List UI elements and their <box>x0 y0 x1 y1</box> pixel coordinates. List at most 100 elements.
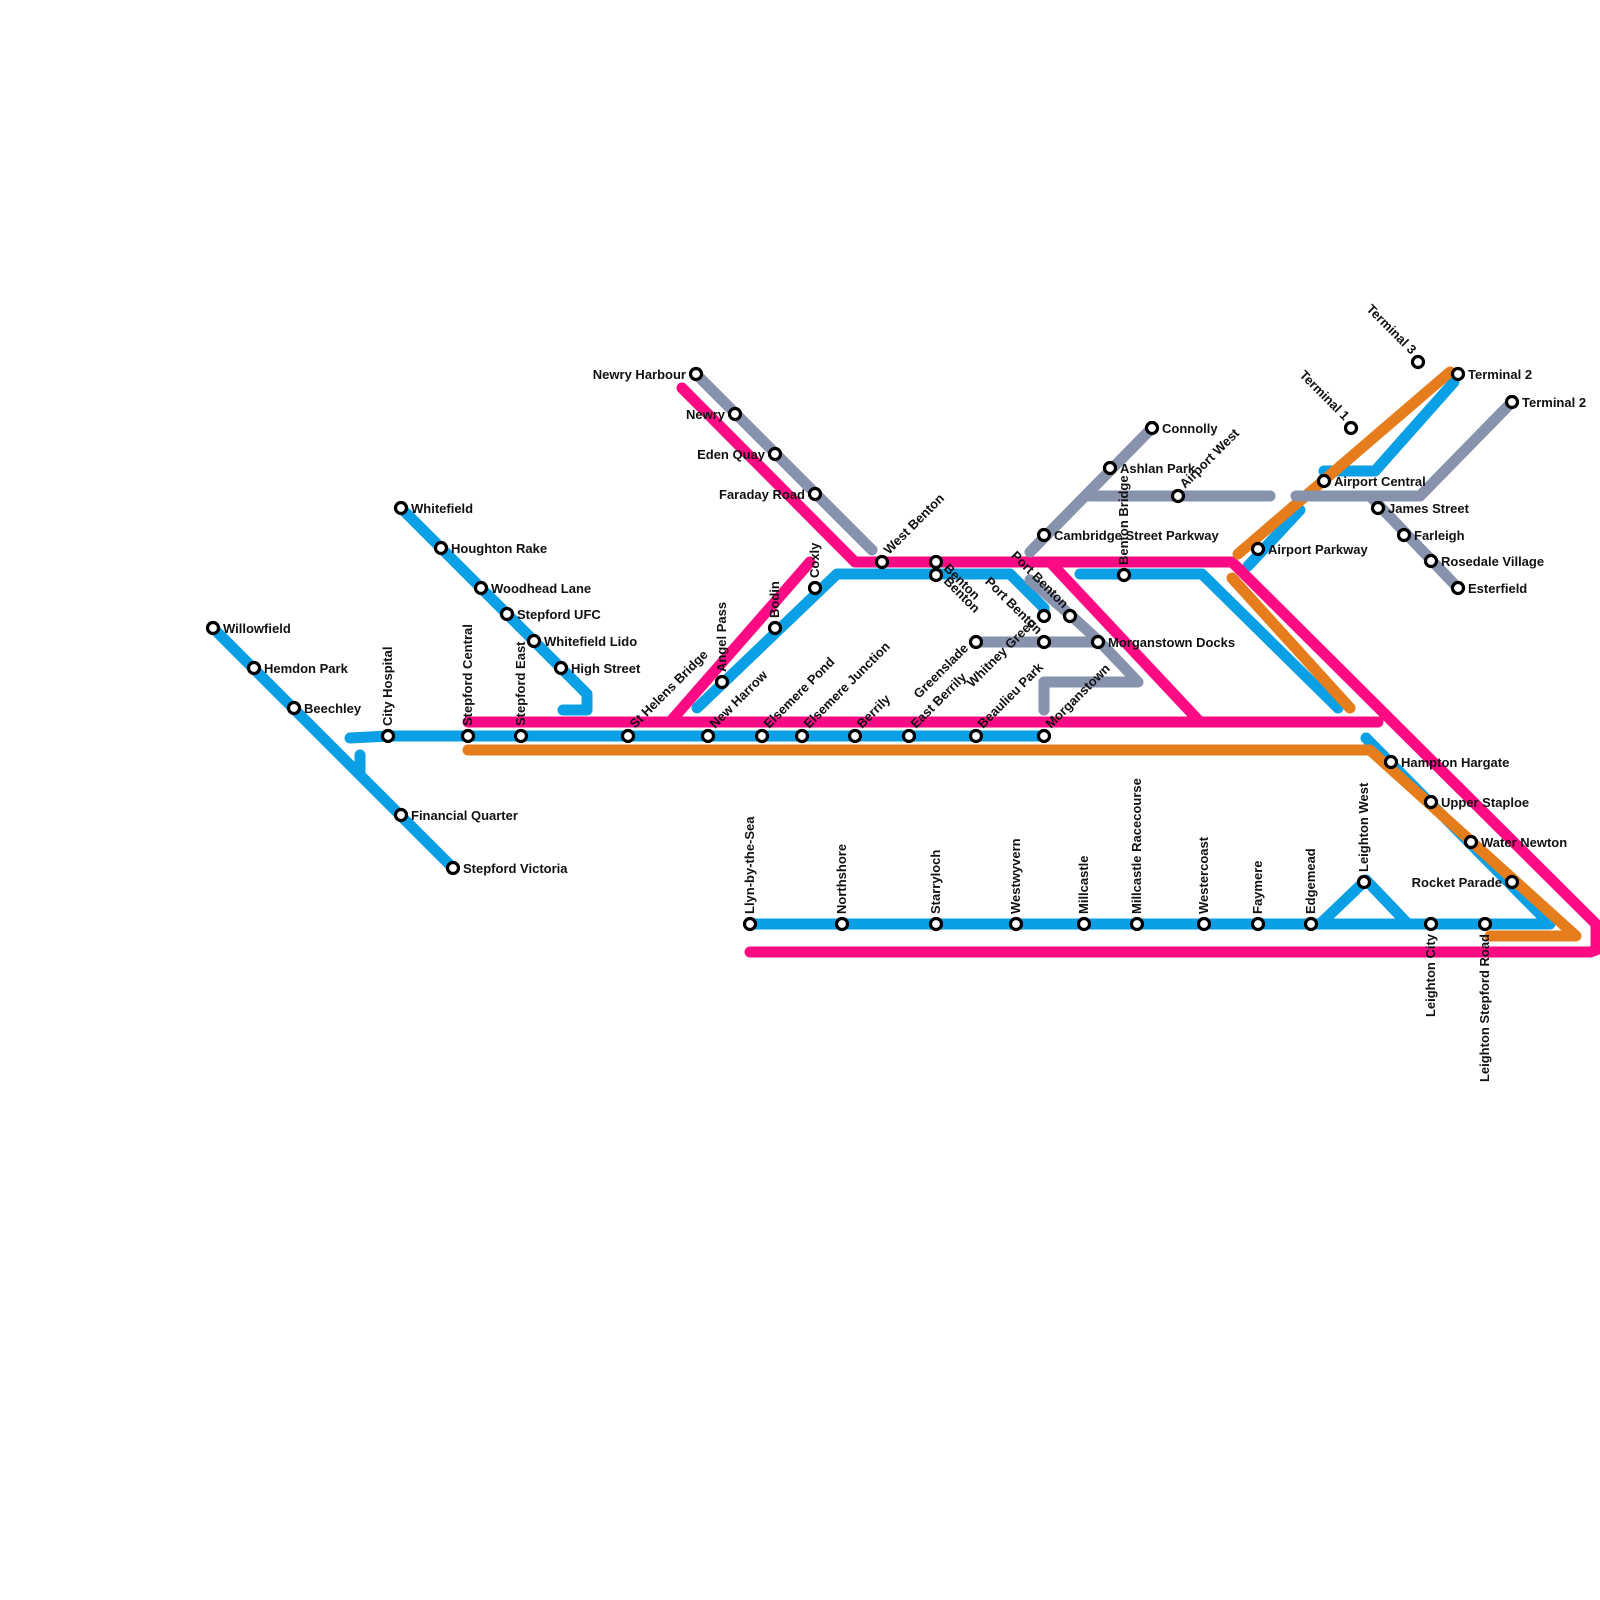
station-morganstown[interactable]: Morganstown <box>1036 661 1113 744</box>
station-marker[interactable] <box>1102 460 1118 476</box>
station-marker[interactable] <box>754 728 770 744</box>
station-financial-quarter[interactable]: Financial Quarter <box>393 807 518 823</box>
station-marker[interactable] <box>1343 420 1359 436</box>
station-marker[interactable] <box>767 446 783 462</box>
station-marker[interactable] <box>499 606 515 622</box>
station-water-newton[interactable]: Water Newton <box>1463 834 1568 850</box>
station-marker[interactable] <box>286 700 302 716</box>
station-james-street[interactable]: James Street <box>1370 500 1470 516</box>
station-marker[interactable] <box>1316 473 1332 489</box>
station-marker[interactable] <box>1090 634 1106 650</box>
station-marker[interactable] <box>1370 500 1386 516</box>
station-marker[interactable] <box>928 916 944 932</box>
station-marker[interactable] <box>1076 916 1092 932</box>
station-marker[interactable] <box>1410 354 1426 370</box>
station-marker[interactable] <box>513 728 529 744</box>
station-marker[interactable] <box>968 728 984 744</box>
station-marker[interactable] <box>1356 874 1372 890</box>
station-marker[interactable] <box>445 860 461 876</box>
station-marker[interactable] <box>1423 916 1439 932</box>
station-airport-central[interactable]: Airport Central <box>1316 473 1426 489</box>
station-llyn-by-the-sea[interactable]: Llyn-by-the-Sea <box>742 816 758 932</box>
station-terminal-2a[interactable]: Terminal 2 <box>1450 366 1533 382</box>
station-marker[interactable] <box>1396 527 1412 543</box>
station-marker[interactable] <box>460 728 476 744</box>
station-marker[interactable] <box>1250 541 1266 557</box>
station-stepford-east[interactable]: Stepford East <box>513 641 529 744</box>
station-marker[interactable] <box>1477 916 1493 932</box>
station-stepford-ufc[interactable]: Stepford UFC <box>499 606 602 622</box>
station-marker[interactable] <box>473 580 489 596</box>
station-marker[interactable] <box>767 620 783 636</box>
station-marker[interactable] <box>1129 916 1145 932</box>
station-hampton-hargate[interactable]: Hampton Hargate <box>1383 754 1510 770</box>
station-marker[interactable] <box>901 728 917 744</box>
station-leighton-west[interactable]: Leighton West <box>1356 782 1372 890</box>
station-morganstown-docks[interactable]: Morganstown Docks <box>1090 634 1236 650</box>
station-marker[interactable] <box>1036 527 1052 543</box>
station-marker[interactable] <box>1036 728 1052 744</box>
station-upper-staploe[interactable]: Upper Staploe <box>1423 794 1530 810</box>
station-whitefield-lido[interactable]: Whitefield Lido <box>526 633 638 649</box>
station-stepford-central[interactable]: Stepford Central <box>460 624 476 744</box>
station-leighton-stepford-road[interactable]: Leighton Stepford Road <box>1477 916 1493 1083</box>
station-eden-quay[interactable]: Eden Quay <box>697 446 783 462</box>
station-marker[interactable] <box>1423 794 1439 810</box>
station-bodin[interactable]: Bodin <box>767 581 783 636</box>
station-marker[interactable] <box>246 660 262 676</box>
station-starryloch[interactable]: Starryloch <box>928 850 944 932</box>
station-marker[interactable] <box>1144 420 1160 436</box>
station-marker[interactable] <box>1450 366 1466 382</box>
station-willowfield[interactable]: Willowfield <box>205 620 291 636</box>
station-northshore[interactable]: Northshore <box>834 844 850 932</box>
station-marker[interactable] <box>1423 553 1439 569</box>
station-marker[interactable] <box>1450 580 1466 596</box>
station-leighton-city[interactable]: Leighton City <box>1423 916 1439 1018</box>
station-marker[interactable] <box>742 916 758 932</box>
station-terminal-1[interactable]: Terminal 1 <box>1297 367 1359 436</box>
station-marker[interactable] <box>727 406 743 422</box>
station-marker[interactable] <box>1250 916 1266 932</box>
station-airport-parkway[interactable]: Airport Parkway <box>1250 541 1369 557</box>
station-connolly[interactable]: Connolly <box>1144 420 1219 436</box>
station-millcastle[interactable]: Millcastle <box>1076 855 1092 932</box>
station-westercoast[interactable]: Westercoast <box>1196 836 1212 932</box>
station-marker[interactable] <box>1504 874 1520 890</box>
station-marker[interactable] <box>393 500 409 516</box>
station-marker[interactable] <box>1036 608 1052 624</box>
station-rocket-parade[interactable]: Rocket Parade <box>1412 874 1520 890</box>
station-marker[interactable] <box>1463 834 1479 850</box>
station-woodhead-lane[interactable]: Woodhead Lane <box>473 580 592 596</box>
station-marker[interactable] <box>1036 634 1052 650</box>
station-marker[interactable] <box>1116 567 1132 583</box>
station-marker[interactable] <box>433 540 449 556</box>
station-marker[interactable] <box>1504 394 1520 410</box>
station-houghton-rake[interactable]: Houghton Rake <box>433 540 548 556</box>
station-marker[interactable] <box>205 620 221 636</box>
station-marker[interactable] <box>928 567 944 583</box>
station-beechley[interactable]: Beechley <box>286 700 362 716</box>
station-marker[interactable] <box>553 660 569 676</box>
station-terminal-3[interactable]: Terminal 3 <box>1364 301 1426 370</box>
station-marker[interactable] <box>968 634 984 650</box>
station-marker[interactable] <box>1062 608 1078 624</box>
station-rosedale-village[interactable]: Rosedale Village <box>1423 553 1545 569</box>
station-marker[interactable] <box>1383 754 1399 770</box>
station-marker[interactable] <box>1303 916 1319 932</box>
station-marker[interactable] <box>620 728 636 744</box>
station-edgemead[interactable]: Edgemead <box>1303 848 1319 932</box>
station-marker[interactable] <box>700 728 716 744</box>
station-marker[interactable] <box>1008 916 1024 932</box>
station-whitefield[interactable]: Whitefield <box>393 500 474 516</box>
station-marker[interactable] <box>393 807 409 823</box>
station-benton-bridge[interactable]: Benton Bridge <box>1116 475 1132 583</box>
station-marker[interactable] <box>807 486 823 502</box>
station-cambridge-street-parkway[interactable]: Cambridge Street Parkway <box>1036 527 1220 543</box>
station-faymere[interactable]: Faymere <box>1250 861 1266 932</box>
station-marker[interactable] <box>1170 488 1186 504</box>
station-coxly[interactable]: Coxly <box>807 542 823 596</box>
station-westwyvern[interactable]: Westwyvern <box>1008 838 1024 932</box>
station-faraday-road[interactable]: Faraday Road <box>719 486 823 502</box>
station-stepford-victoria[interactable]: Stepford Victoria <box>445 860 569 876</box>
station-angel-pass[interactable]: Angel Pass <box>714 602 730 690</box>
